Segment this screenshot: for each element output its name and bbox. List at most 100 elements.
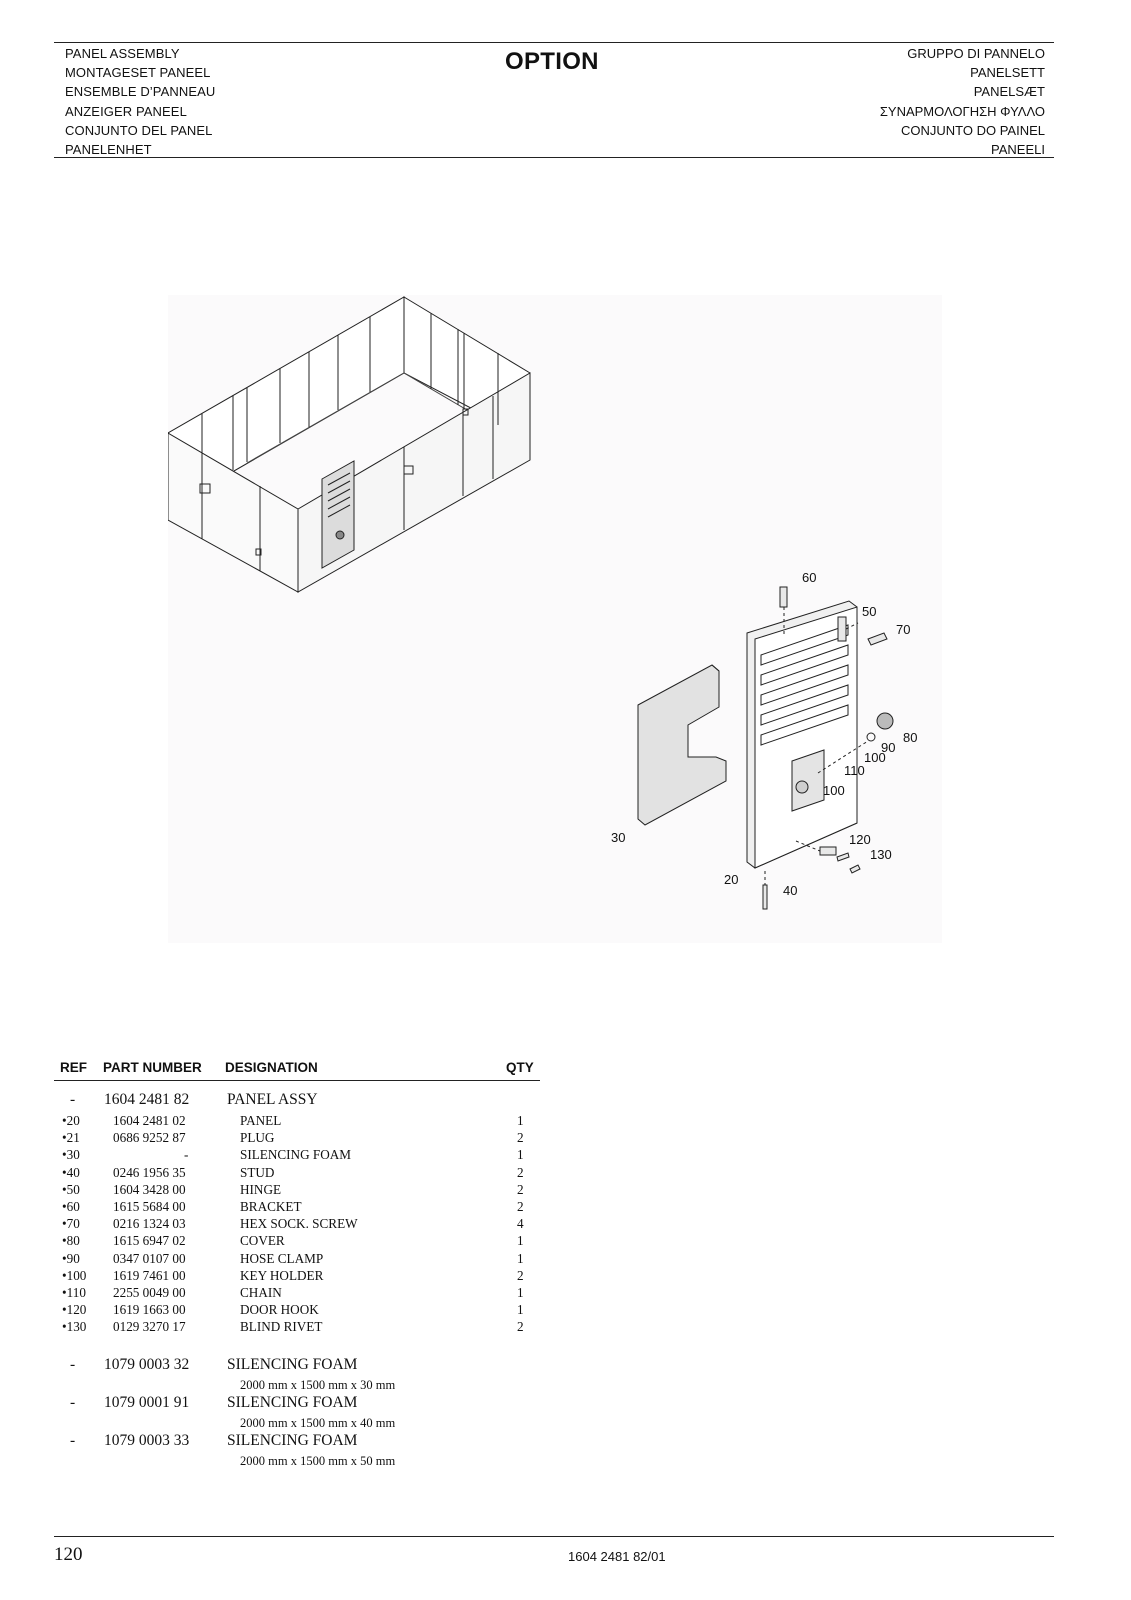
header-title-no: PANELSETT [970,65,1045,81]
row-designation: PLUG [240,1130,275,1146]
row-ref: •100 [62,1267,87,1283]
header-title-fr: ENSEMBLE D’PANNEAU [65,84,216,100]
col-part-number: PART NUMBER [103,1060,202,1075]
row-dimensions: 2000 mm x 1500 mm x 50 mm [240,1454,396,1469]
page-title: OPTION [505,48,599,75]
row-designation: DOOR HOOK [240,1302,319,1318]
row-qty: 1 [517,1250,524,1266]
callout-80: 80 [903,730,917,745]
row-qty: 4 [517,1216,524,1232]
col-qty: QTY [506,1060,534,1075]
header-title-nl: MONTAGESET PANEEL [65,65,211,81]
option-row: - 1079 0003 32 SILENCING FOAM [54,1356,540,1378]
row-part-number: 1079 0003 32 [104,1356,190,1374]
footer-rule [54,1536,1054,1537]
hardware-parts-illustration [762,586,894,910]
row-part-number: 1619 7461 00 [113,1267,186,1283]
row-part-number: 1079 0001 91 [104,1394,190,1412]
enclosure-illustration [168,296,531,593]
table-row: •120 1619 1663 00 DOOR HOOK 1 [54,1302,540,1319]
row-ref: •60 [62,1198,80,1214]
row-designation: KEY HOLDER [240,1267,324,1283]
row-part-number: 0686 9252 87 [113,1130,186,1146]
row-qty: 2 [517,1130,524,1146]
row-designation: PANEL ASSY [227,1091,318,1108]
row-part-number: 1615 5684 00 [113,1198,186,1214]
callout-130: 130 [870,847,892,862]
callout-20: 20 [724,872,738,887]
header-title-el: ΣΥΝΑΡΜΟΛΟΓΗΣΗ ΦΥΛΛΟ [879,103,1045,119]
door-panel-illustration [746,600,858,869]
row-designation: HINGE [240,1181,282,1197]
screw-part [867,632,888,646]
callout-70: 70 [896,622,910,637]
callout-90: 90 [881,740,895,755]
callout-30: 30 [611,830,625,845]
header-title-fi: PANEELI [991,142,1045,158]
row-ref: •50 [62,1181,80,1197]
row-part-number: 0246 1956 35 [113,1164,186,1180]
option-note: 2000 mm x 1500 mm x 40 mm [54,1416,540,1432]
callout-50: 50 [862,604,876,619]
row-qty: 1 [517,1113,524,1128]
row-dimensions: 2000 mm x 1500 mm x 40 mm [240,1416,396,1431]
callout-120: 120 [849,832,871,847]
callout-100: 100 [864,750,886,765]
row-designation: COVER [240,1233,285,1249]
row-qty: 1 [517,1284,524,1300]
row-qty: 1 [517,1302,524,1318]
row-part-number: - [184,1147,189,1163]
row-ref: - [70,1091,76,1108]
row-qty: 1 [517,1233,524,1249]
row-qty: 2 [517,1164,524,1180]
row-part-number: 1615 6947 02 [113,1233,186,1249]
row-designation: CHAIN [240,1284,282,1300]
header-right-titles: GRUPPO DI PANNELO PANELSETT PANELSÆT ΣΥΝ… [880,44,1045,159]
row-designation: SILENCING FOAM [227,1394,358,1412]
row-ref: •120 [62,1302,87,1318]
row-part-number: 1619 1663 00 [113,1302,186,1318]
assembly-row: - 1604 2481 82 PANEL ASSY [54,1091,540,1113]
callout-40: 40 [783,883,797,898]
document-number: 1604 2481 82/01 [568,1549,666,1564]
row-designation: STUD [240,1164,275,1180]
bracket-part [779,586,788,608]
silencing-foam-illustration [637,664,727,826]
header-title-de: ANZEIGER PANEEL [65,103,187,119]
row-part-number: 1604 2481 02 [113,1113,186,1128]
row-qty: 2 [517,1181,524,1197]
stud-part [762,884,768,910]
row-designation: HOSE CLAMP [240,1250,324,1266]
page-number: 120 [54,1544,83,1565]
option-note: 2000 mm x 1500 mm x 50 mm [54,1454,540,1470]
row-part-number: 1604 2481 82 [104,1091,190,1108]
col-designation: DESIGNATION [225,1060,318,1075]
row-part-number: 2255 0049 00 [113,1284,186,1300]
exploded-view-drawing: 60 50 70 80 90 100 110 100 30 120 130 20… [168,295,942,943]
row-designation: SILENCING FOAM [227,1432,358,1450]
rivet-part [836,852,850,862]
parts-table: REF PART NUMBER DESIGNATION QTY - 1604 2… [54,1058,540,1470]
row-ref: •30 [62,1147,80,1163]
row-dimensions: 2000 mm x 1500 mm x 30 mm [240,1378,396,1393]
row-qty: 2 [517,1319,524,1335]
row-part-number: 1079 0003 33 [104,1432,190,1450]
header-title-pt: CONJUNTO DO PAINEL [901,122,1045,138]
option-note: 2000 mm x 1500 mm x 30 mm [54,1378,540,1394]
row-designation: SILENCING FOAM [227,1356,358,1374]
header-title-en: PANEL ASSEMBLY [65,46,180,61]
row-part-number: 0216 1324 03 [113,1216,186,1232]
row-designation: BLIND RIVET [240,1319,323,1335]
callout-100-lower: 100 [823,783,845,798]
hose-clamp-part [866,732,876,742]
option-row: - 1079 0003 33 SILENCING FOAM [54,1432,540,1454]
